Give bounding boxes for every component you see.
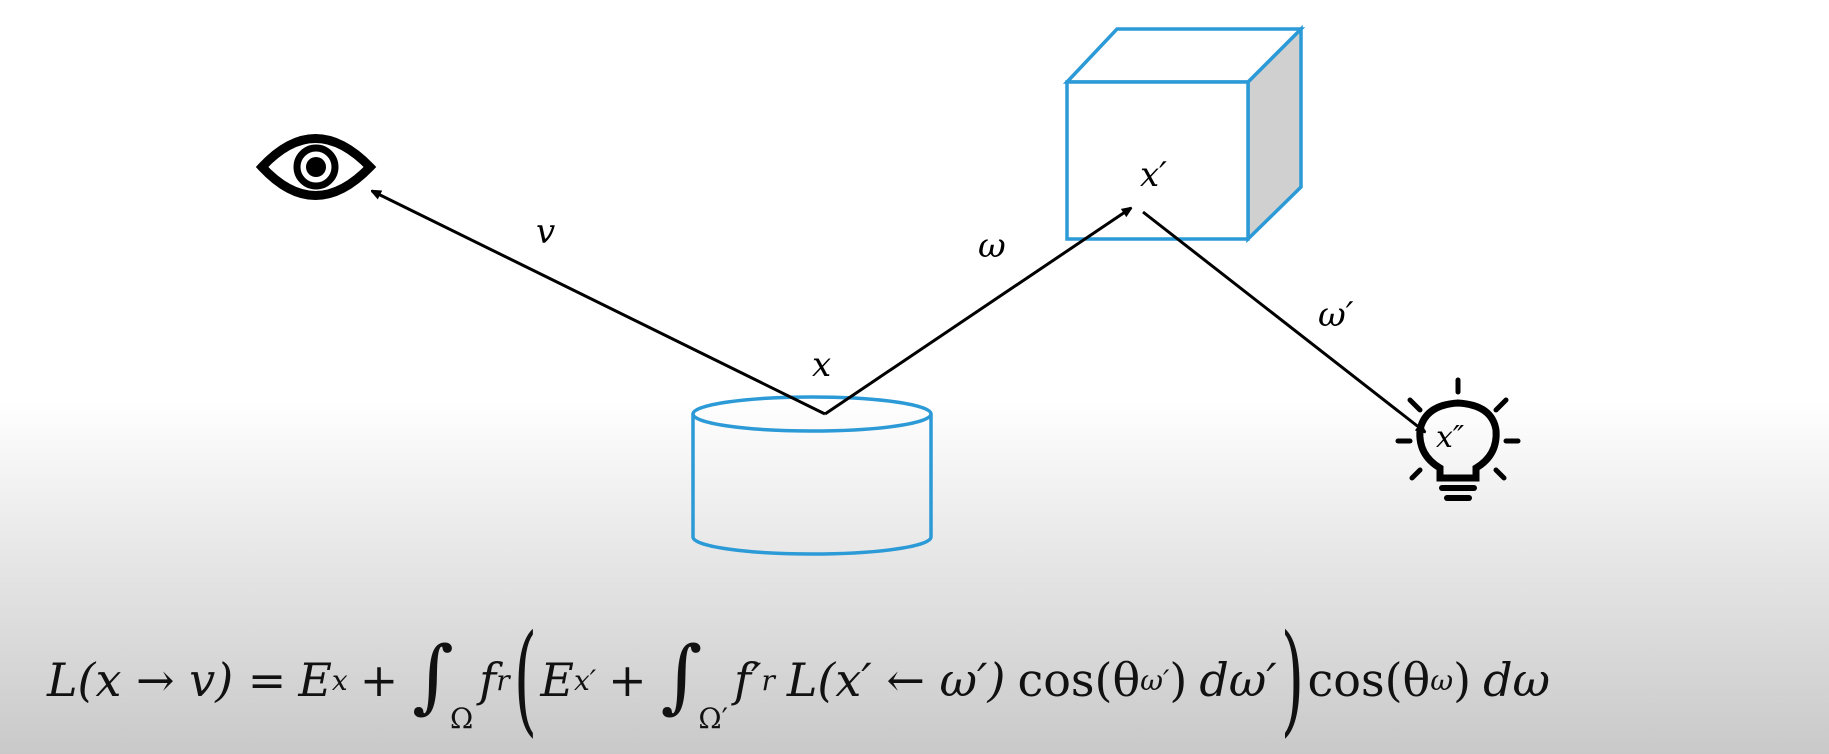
eq-brdf2-sub: r xyxy=(761,663,775,697)
eq-rparen: ) xyxy=(1280,610,1304,749)
eq-lparen: ( xyxy=(513,610,537,749)
arrow-omega-prime xyxy=(1142,210,1425,432)
label-omega-prime: ω′ xyxy=(1318,295,1354,335)
label-x-double-prime: x″ xyxy=(1436,420,1465,455)
eq-emission-sub: x xyxy=(331,663,348,697)
eq-cos1-sub: ω′ xyxy=(1140,663,1170,697)
cube-object xyxy=(1062,24,1306,244)
arrow-omega xyxy=(824,208,1131,416)
eq-dw1: dω′ xyxy=(1199,653,1277,707)
eq-integral-sub: Ω xyxy=(449,701,474,735)
eq-integral2: ∫ xyxy=(660,629,703,722)
light-bulb-icon xyxy=(1395,377,1521,501)
label-v: v xyxy=(536,212,556,252)
cylinder-object xyxy=(691,395,933,556)
eq-cos1-end: ) xyxy=(1169,653,1188,707)
eq-cos1: cos(θ xyxy=(1017,653,1141,707)
eq-cos2: cos(θ xyxy=(1307,653,1431,707)
eq-dw2: dω xyxy=(1483,653,1551,707)
eq-inner-radiance: L(x′ ← ω′) xyxy=(786,653,1006,707)
eq-emission: E xyxy=(298,653,332,707)
label-omega: ω xyxy=(978,226,1006,266)
eq-plus: + xyxy=(359,653,399,707)
eq-emission2: E xyxy=(540,653,575,707)
eye-icon xyxy=(255,134,377,200)
eq-brdf-sub: r xyxy=(496,663,510,697)
eq-brdf2: f′ xyxy=(733,653,762,707)
eq-emission2-sub: x′ xyxy=(574,663,597,697)
eq-plus2: + xyxy=(608,653,647,707)
arrow-v xyxy=(372,189,826,416)
eq-brdf: f xyxy=(479,653,497,707)
eq-lhs: L(x → v) = xyxy=(47,653,287,707)
eq-cos2-sub: ω xyxy=(1430,663,1454,697)
eq-integral2-sub: Ω′ xyxy=(698,701,728,735)
eq-cos2-end: ) xyxy=(1453,653,1472,707)
label-x: x xyxy=(812,345,832,385)
label-x-prime: x′ xyxy=(1140,155,1167,195)
eq-integral: ∫ xyxy=(412,629,454,722)
